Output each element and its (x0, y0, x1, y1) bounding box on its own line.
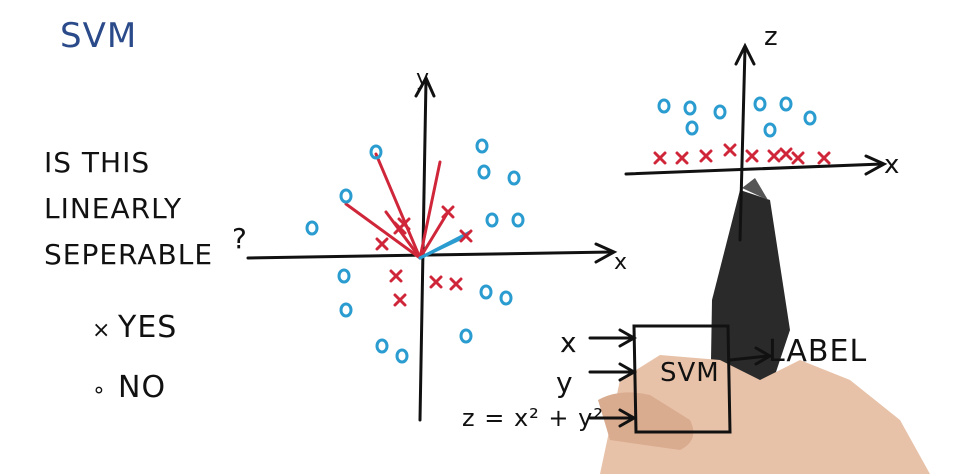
x-mark (817, 151, 831, 165)
question-text: IS THIS LINEARLY SEPERABLE (44, 140, 284, 278)
circle-mark-icon: ∘ (92, 378, 107, 403)
o-mark (683, 100, 697, 116)
svm-box-label: SVM (660, 358, 720, 388)
pen-tip (742, 178, 768, 200)
o-mark (685, 120, 699, 136)
o-mark (477, 164, 491, 180)
x-mark (459, 229, 473, 243)
plot2-x-axis (624, 162, 884, 176)
svm-box (632, 324, 732, 434)
x-mark (393, 293, 407, 307)
o-mark (485, 212, 499, 228)
plot2-axes (624, 42, 888, 242)
x-mark (675, 151, 689, 165)
o-mark (375, 338, 389, 354)
o-mark (369, 144, 383, 160)
o-mark (339, 302, 353, 318)
input-x-label: x (560, 326, 578, 359)
x-mark (389, 269, 403, 283)
option-yes-label: YES (118, 310, 178, 345)
page-title: SVM (60, 16, 138, 56)
x-mark (441, 205, 455, 219)
o-mark (753, 96, 767, 112)
output-label: LABEL (768, 334, 868, 369)
option-no-label: NO (118, 370, 167, 405)
o-mark (305, 220, 319, 236)
plot2-z-arrow (734, 42, 756, 66)
plot2-z-label: z (764, 22, 779, 52)
o-mark (479, 284, 493, 300)
x-mark-icon: × (92, 318, 112, 343)
x-mark (699, 149, 713, 163)
x-mark (779, 147, 793, 161)
svm-diagram (588, 324, 774, 434)
plot1-x-arrow (594, 242, 618, 264)
o-mark (713, 104, 727, 120)
arrow-out (728, 354, 770, 362)
option-yes[interactable]: ×YES (92, 310, 177, 345)
o-mark (803, 110, 817, 126)
o-mark (763, 122, 777, 138)
plot1-y-arrow (414, 74, 436, 98)
question-line-3: SEPERABLE (44, 238, 214, 271)
x-mark (653, 151, 667, 165)
x-mark (767, 149, 781, 163)
x-mark (449, 277, 463, 291)
x-mark (745, 149, 759, 163)
o-mark (395, 348, 409, 364)
question-mark: ? (232, 222, 248, 255)
plot2-x-label: x (884, 150, 901, 180)
o-mark (475, 138, 489, 154)
plot1-y-label: y (416, 66, 431, 91)
o-mark (779, 96, 793, 112)
o-mark (511, 212, 525, 228)
plot2-x-arrow (864, 154, 888, 176)
plot1-rays (344, 152, 472, 260)
plot1-x-label: x (614, 250, 629, 275)
x-mark (791, 151, 805, 165)
o-mark (507, 170, 521, 186)
input-z-label: z = x² + y² (462, 404, 604, 432)
option-no[interactable]: ∘ NO (92, 370, 166, 405)
x-mark (723, 143, 737, 157)
question-line-2: LINEARLY (44, 192, 183, 225)
x-mark (397, 217, 411, 231)
input-y-label: y (556, 366, 574, 399)
o-mark (337, 268, 351, 284)
thumb (598, 392, 694, 450)
x-mark (375, 237, 389, 251)
o-mark (459, 328, 473, 344)
question-line-1: IS THIS (44, 146, 151, 179)
x-mark (429, 275, 443, 289)
plot2-z-axis (738, 46, 747, 242)
o-mark (339, 188, 353, 204)
plot1-x-axis (246, 250, 614, 260)
o-mark (657, 98, 671, 114)
o-mark (499, 290, 513, 306)
data-marks (305, 96, 831, 364)
